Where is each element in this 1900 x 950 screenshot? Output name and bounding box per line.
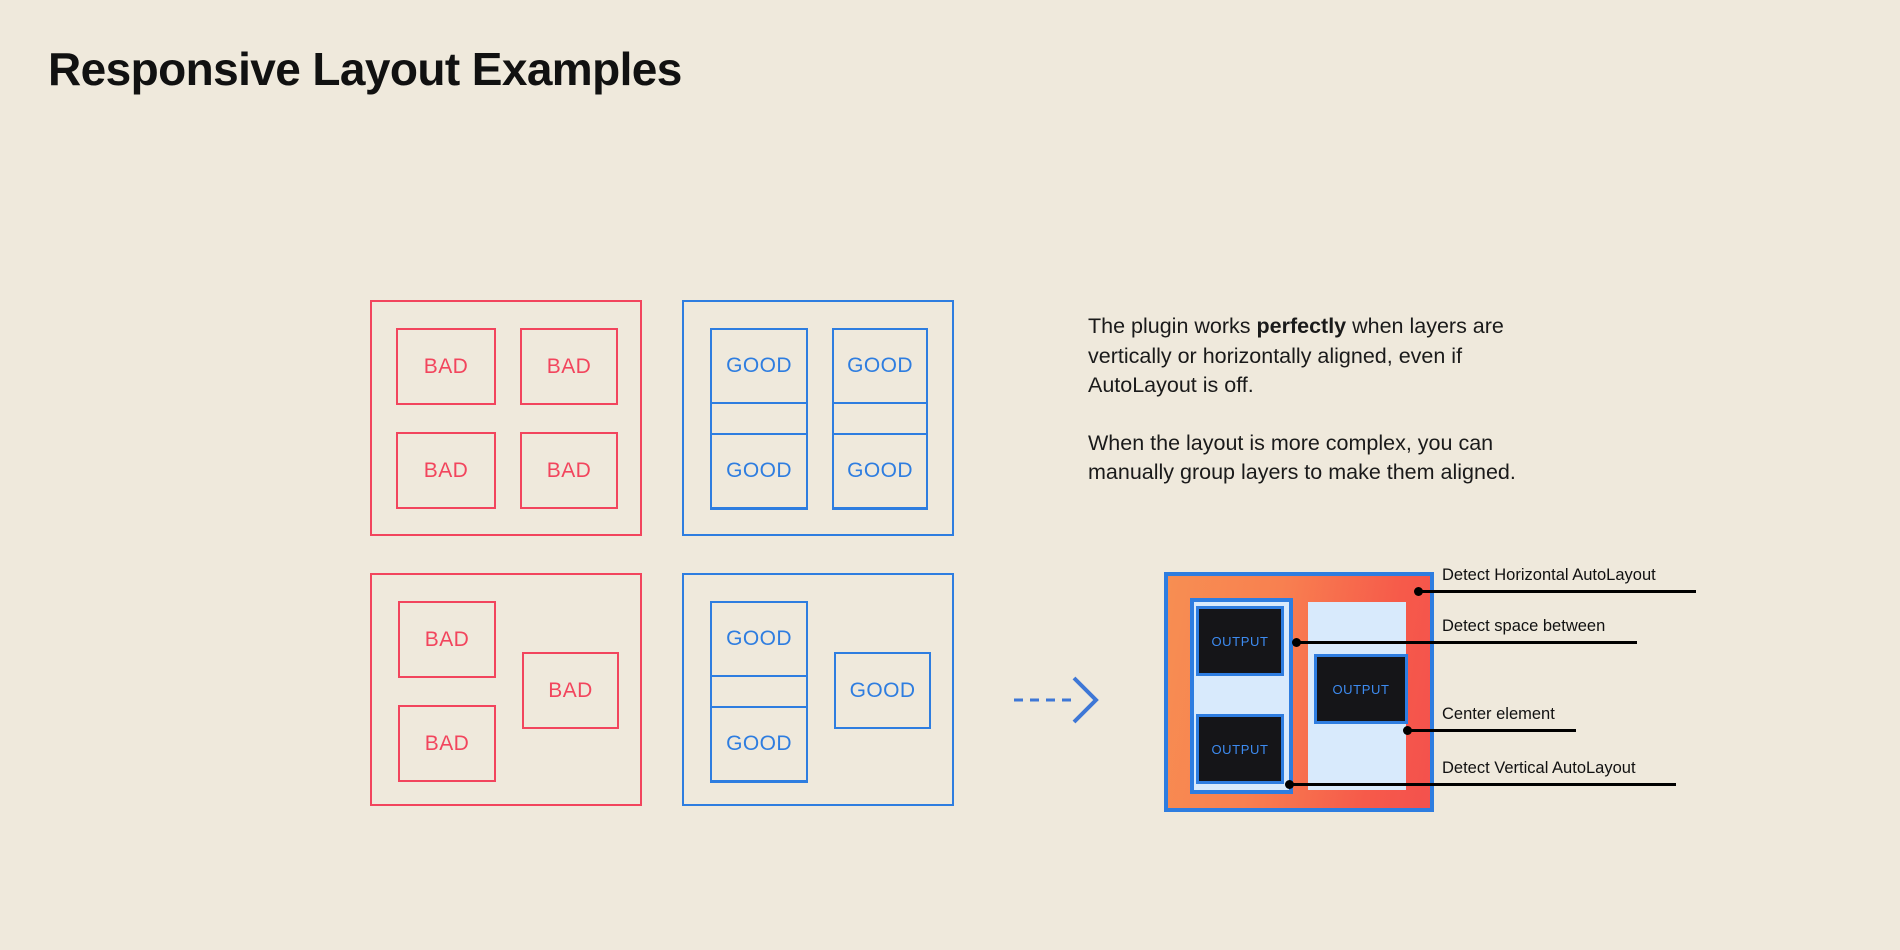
cell-label: GOOD [726,354,792,377]
cell-label: GOOD [847,459,913,482]
cell-label: BAD [546,354,592,378]
page-title: Responsive Layout Examples [48,43,682,95]
callout-rule [1418,590,1696,593]
cell-label: GOOD [847,354,913,377]
output-box: OUTPUT [1314,654,1408,724]
output-box: OUTPUT [1196,606,1284,676]
cell-label: GOOD [726,732,792,755]
output-label: OUTPUT [1211,633,1269,649]
callout-rule [1407,729,1576,732]
description-text: The plugin works perfectly when layers a… [1088,312,1558,488]
cell-label: BAD [423,354,469,378]
cell-bad: BAD [398,601,496,678]
example-bad-grid: BAD BAD BAD BAD [370,300,642,536]
cell-good: GOOD [710,706,808,782]
group-column-left: GOOD GOOD [710,601,808,783]
callout-label: Detect Vertical AutoLayout [1442,759,1636,777]
annotated-layout-figure: OUTPUT OUTPUT OUTPUT [1164,572,1434,812]
arrow-right-dashed-icon [1012,672,1102,733]
cell-bad: BAD [520,432,618,509]
cell-label: GOOD [849,678,916,702]
callout-label: Detect space between [1442,617,1606,635]
cell-good: GOOD [832,433,928,509]
output-label: OUTPUT [1332,681,1390,697]
paragraph-1-pre: The plugin works [1088,314,1257,338]
example-bad-complex: BAD BAD BAD [370,573,642,806]
example-good-grid: GOOD GOOD GOOD GOOD [682,300,954,536]
paragraph-2: When the layout is more complex, you can… [1088,430,1516,485]
center-column-panel: OUTPUT [1308,602,1408,790]
paragraph-1-emphasis: perfectly [1256,314,1347,338]
output-box: OUTPUT [1196,714,1284,784]
cell-label: BAD [424,731,470,755]
group-vertical-stack: OUTPUT OUTPUT [1190,598,1293,794]
cell-good: GOOD [710,328,808,404]
cell-label: GOOD [726,459,792,482]
callout-label: Detect Horizontal AutoLayout [1442,566,1656,584]
cell-label: BAD [423,458,469,482]
cell-good: GOOD [834,652,931,729]
group-column-right: GOOD GOOD [832,328,928,510]
paragraph-1-post: when layers are vertically or horizontal… [1088,314,1504,397]
cell-good: GOOD [832,328,928,404]
example-good-complex: GOOD GOOD GOOD [682,573,954,806]
output-label: OUTPUT [1211,741,1269,757]
cell-label: GOOD [726,627,792,650]
callout-label: Center element [1442,705,1555,723]
cell-bad: BAD [398,705,496,782]
cell-bad: BAD [522,652,619,729]
group-column-left: GOOD GOOD [710,328,808,510]
paragraph-1: The plugin works perfectly when layers a… [1088,312,1558,401]
cell-label: BAD [546,458,592,482]
cell-bad: BAD [396,432,496,509]
callout-rule [1289,783,1676,786]
cell-label: BAD [548,678,593,702]
cell-good: GOOD [710,601,808,677]
cell-good: GOOD [710,433,808,509]
cell-label: BAD [424,627,470,651]
callout-rule [1296,641,1637,644]
cell-bad: BAD [396,328,496,405]
cell-bad: BAD [520,328,618,405]
